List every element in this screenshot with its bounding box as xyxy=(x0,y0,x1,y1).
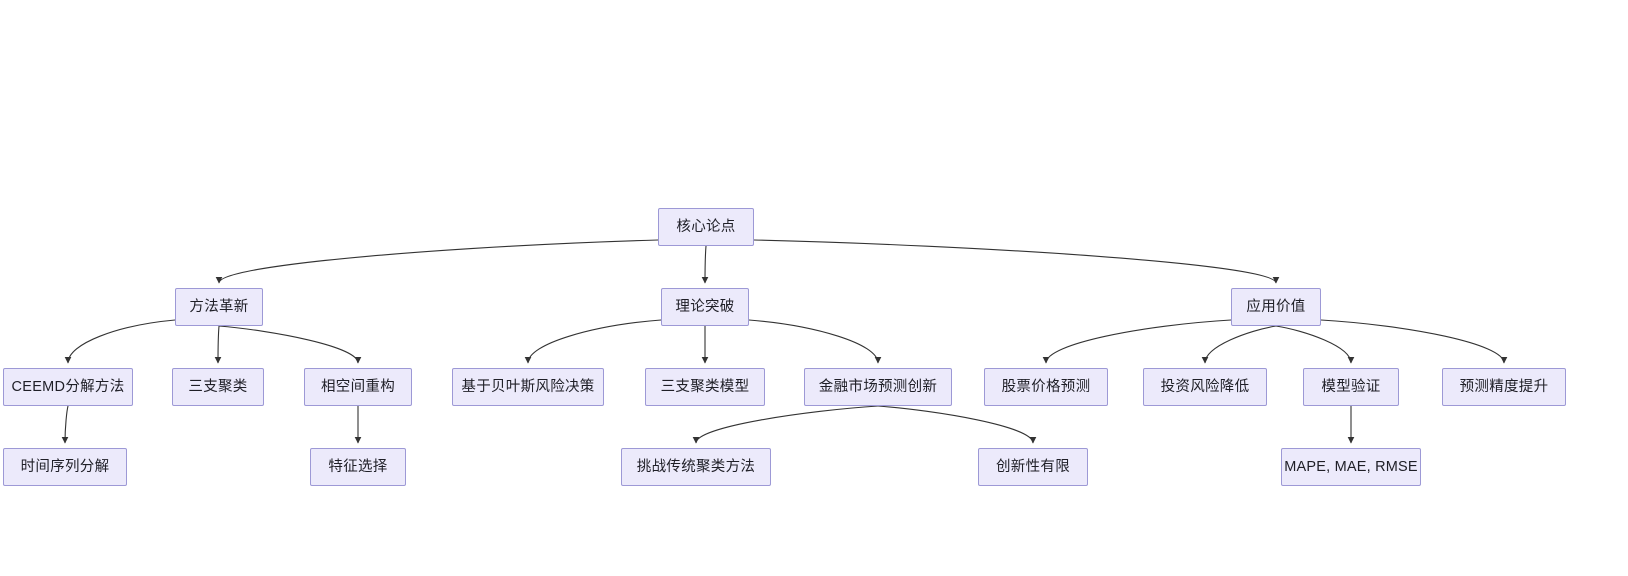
node-label: 理论突破 xyxy=(675,298,735,315)
node-label: 时间序列分解 xyxy=(20,458,110,475)
node-l1a[interactable]: 方法革新 xyxy=(175,288,263,326)
node-label: CEEMD分解方法 xyxy=(11,378,125,395)
node-l2c1[interactable]: 股票价格预测 xyxy=(984,368,1108,406)
node-label: 模型验证 xyxy=(1321,378,1381,395)
node-l2a3[interactable]: 相空间重构 xyxy=(304,368,412,406)
node-l2a1[interactable]: CEEMD分解方法 xyxy=(3,368,133,406)
node-l2c4[interactable]: 预测精度提升 xyxy=(1442,368,1566,406)
node-l2c2[interactable]: 投资风险降低 xyxy=(1143,368,1267,406)
edge-l1c-to-l2c4 xyxy=(1320,319,1508,364)
node-root[interactable]: 核心论点 xyxy=(658,208,754,246)
edge-l2b3-to-l3b3b xyxy=(877,405,1037,444)
edge-root-to-l1a xyxy=(215,239,659,284)
node-label: 预测精度提升 xyxy=(1459,378,1549,395)
node-l2b1[interactable]: 基于贝叶斯风险决策 xyxy=(452,368,604,406)
edge-l1c-to-l2c2 xyxy=(1201,325,1277,364)
edge-l1b-to-l2b1 xyxy=(524,319,662,364)
node-label: 应用价值 xyxy=(1246,298,1306,315)
edge-l1c-to-l2c1 xyxy=(1042,319,1232,364)
node-label: 方法革新 xyxy=(189,298,249,315)
node-l2b2[interactable]: 三支聚类模型 xyxy=(645,368,765,406)
edge-l1a-to-l2a1 xyxy=(64,319,176,364)
node-label: 核心论点 xyxy=(676,218,736,235)
node-l3a3[interactable]: 特征选择 xyxy=(310,448,406,486)
node-l3b3a[interactable]: 挑战传统聚类方法 xyxy=(621,448,771,486)
node-label: 创新性有限 xyxy=(996,458,1070,475)
node-l1b[interactable]: 理论突破 xyxy=(661,288,749,326)
node-label: 挑战传统聚类方法 xyxy=(636,458,756,475)
edge-l1b-to-l2b3 xyxy=(748,319,882,364)
node-label: 股票价格预测 xyxy=(1001,378,1091,395)
node-l2c3[interactable]: 模型验证 xyxy=(1303,368,1399,406)
node-label: MAPE, MAE, RMSE xyxy=(1284,458,1418,475)
edge-root-to-l1b xyxy=(701,245,709,284)
node-label: 三支聚类 xyxy=(188,378,248,395)
edge-l2b3-to-l3b3a xyxy=(692,405,879,444)
node-l3c3[interactable]: MAPE, MAE, RMSE xyxy=(1281,448,1421,486)
node-l3a1[interactable]: 时间序列分解 xyxy=(3,448,127,486)
node-l2b3[interactable]: 金融市场预测创新 xyxy=(804,368,952,406)
node-l1c[interactable]: 应用价值 xyxy=(1231,288,1321,326)
node-label: 投资风险降低 xyxy=(1160,378,1250,395)
node-label: 金融市场预测创新 xyxy=(818,378,938,395)
node-label: 基于贝叶斯风险决策 xyxy=(461,378,595,395)
node-label: 相空间重构 xyxy=(321,378,395,395)
edge-l1c-to-l2c3 xyxy=(1275,325,1355,364)
edge-root-to-l1c xyxy=(753,239,1280,284)
edge-l1a-to-l2a2 xyxy=(214,325,222,364)
node-l2a2[interactable]: 三支聚类 xyxy=(172,368,264,406)
node-label: 特征选择 xyxy=(328,458,388,475)
node-label: 三支聚类模型 xyxy=(660,378,750,395)
edge-l1a-to-l2a3 xyxy=(218,325,362,364)
node-l3b3b[interactable]: 创新性有限 xyxy=(978,448,1088,486)
edge-l2a1-to-l3a1 xyxy=(61,405,69,444)
